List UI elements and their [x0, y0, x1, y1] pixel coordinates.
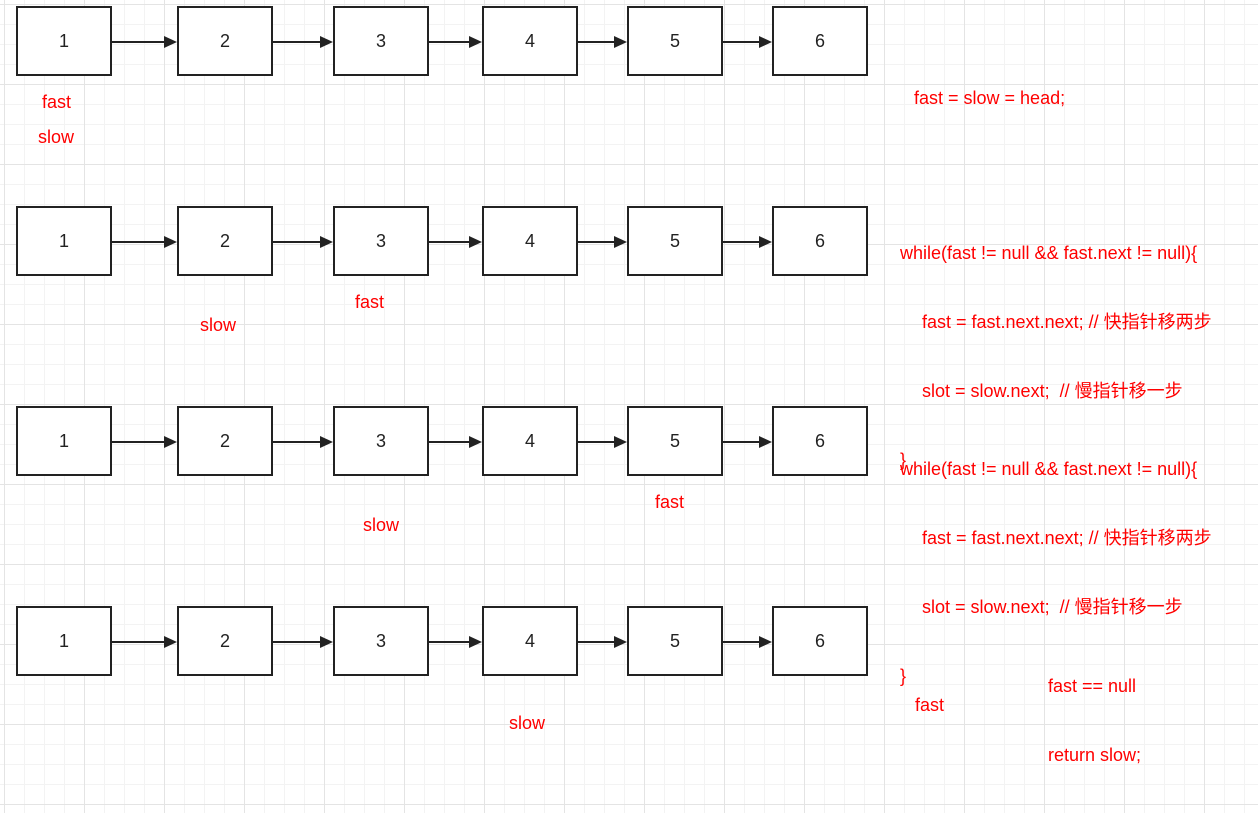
- next-arrow: [578, 35, 627, 49]
- slow-pointer-label: slow: [38, 127, 75, 147]
- next-arrow: [273, 35, 333, 49]
- next-arrow: [578, 435, 627, 449]
- code-line: fast = fast.next.next; // 快指针移两步: [922, 528, 1212, 548]
- next-arrow: [429, 235, 482, 249]
- list-node: 3: [333, 406, 429, 476]
- next-arrow: [578, 235, 627, 249]
- slow-pointer-label: slow: [509, 713, 546, 733]
- list-node: 6: [772, 406, 868, 476]
- list-node: 4: [482, 606, 578, 676]
- next-arrow: [112, 435, 177, 449]
- next-arrow: [578, 635, 627, 649]
- linked-list-diagram: 1 2 3 4 5 6 fast slow fast = slow = head…: [16, 6, 1212, 765]
- list-node: 3: [333, 206, 429, 276]
- list-node: 2: [177, 206, 273, 276]
- code-line: fast = fast.next.next; // 快指针移两步: [922, 312, 1212, 332]
- list-node: 2: [177, 606, 273, 676]
- next-arrow: [112, 35, 177, 49]
- list-node: 2: [177, 6, 273, 76]
- list-node: 5: [627, 606, 723, 676]
- code-line: }: [900, 450, 907, 470]
- list-node: 4: [482, 6, 578, 76]
- next-arrow: [723, 35, 772, 49]
- fast-pointer-label: fast: [42, 92, 72, 112]
- list-node: 4: [482, 206, 578, 276]
- next-arrow: [429, 635, 482, 649]
- list-node: 4: [482, 406, 578, 476]
- list-node: 3: [333, 606, 429, 676]
- list-node: 3: [333, 6, 429, 76]
- fast-pointer-label: fast: [355, 292, 385, 312]
- code-line: while(fast != null && fast.next != null)…: [900, 243, 1198, 263]
- next-arrow: [112, 235, 177, 249]
- code-line: slot = slow.next; // 慢指针移一步: [922, 381, 1183, 401]
- code-snippet: while(fast != null && fast.next != null)…: [900, 196, 1212, 518]
- list-node: 1: [16, 406, 112, 476]
- list-node: 5: [627, 206, 723, 276]
- slow-pointer-label: slow: [200, 315, 237, 335]
- list-node: 6: [772, 206, 868, 276]
- code-line: fast = slow = head;: [914, 88, 1066, 108]
- fast-pointer-label: fast: [915, 695, 945, 715]
- code-snippet: while(fast != null && fast.next != null)…: [900, 412, 1212, 734]
- list-node: 5: [627, 406, 723, 476]
- next-arrow: [723, 435, 772, 449]
- code-line: fast == null: [1048, 676, 1137, 696]
- code-line: }: [900, 666, 907, 686]
- next-arrow: [429, 35, 482, 49]
- fast-pointer-label: fast: [655, 492, 685, 512]
- next-arrow: [723, 635, 772, 649]
- code-snippet: fast = slow = head;: [914, 41, 1065, 156]
- list-node: 5: [627, 6, 723, 76]
- next-arrow: [723, 235, 772, 249]
- code-line: slot = slow.next; // 慢指针移一步: [922, 597, 1183, 617]
- code-line: while(fast != null && fast.next != null)…: [900, 459, 1198, 479]
- list-node: 1: [16, 606, 112, 676]
- next-arrow: [273, 435, 333, 449]
- list-node: 1: [16, 206, 112, 276]
- next-arrow: [429, 435, 482, 449]
- list-node: 6: [772, 6, 868, 76]
- list-node: 2: [177, 406, 273, 476]
- list-node: 6: [772, 606, 868, 676]
- next-arrow: [273, 235, 333, 249]
- list-node: 1: [16, 6, 112, 76]
- slow-pointer-label: slow: [363, 515, 400, 535]
- next-arrow: [112, 635, 177, 649]
- code-snippet: fast == null return slow;: [1048, 629, 1141, 813]
- next-arrow: [273, 635, 333, 649]
- code-line: return slow;: [1048, 745, 1142, 765]
